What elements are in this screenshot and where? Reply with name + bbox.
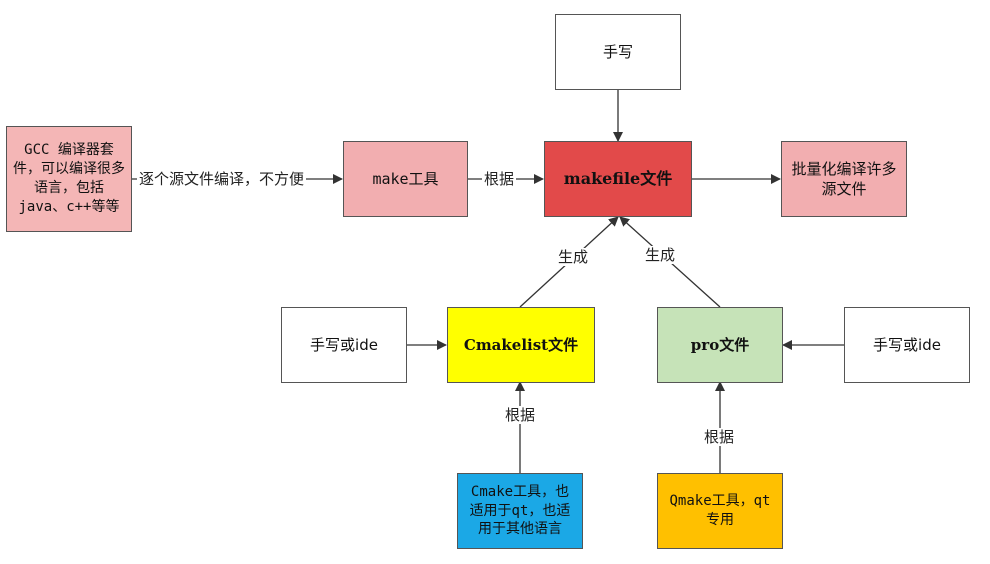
node-gcc: GCC 编译器套件，可以编译很多语言，包括java、c++等等 [6,126,132,232]
edge-label-cmakelist-to-makefile: 生成 [556,248,591,266]
edge-label-qmake-to-pro: 根据 [702,428,737,446]
edge-label-gcc-to-make: 逐个源文件编译，不方便 [137,170,307,188]
edge-label-make-to-makefile: 根据 [482,170,517,188]
node-cmake-tool: Cmake工具，也适用于qt，也适用于其他语言 [457,473,583,549]
node-makefile: makefile文件 [544,141,692,217]
node-batch-compile: 批量化编译许多源文件 [781,141,907,217]
edge-label-pro-to-makefile: 生成 [643,246,678,264]
node-cmakelist: Cmakelist文件 [447,307,595,383]
node-pro-file: pro文件 [657,307,783,383]
node-handwrite-ide-right: 手写或ide [844,307,970,383]
edge-label-cmake-to-cmakelist: 根据 [503,406,538,424]
node-handwrite-ide-left: 手写或ide [281,307,407,383]
node-qmake-tool: Qmake工具，qt专用 [657,473,783,549]
node-handwrite-top: 手写 [555,14,681,90]
node-make-tool: make工具 [343,141,468,217]
